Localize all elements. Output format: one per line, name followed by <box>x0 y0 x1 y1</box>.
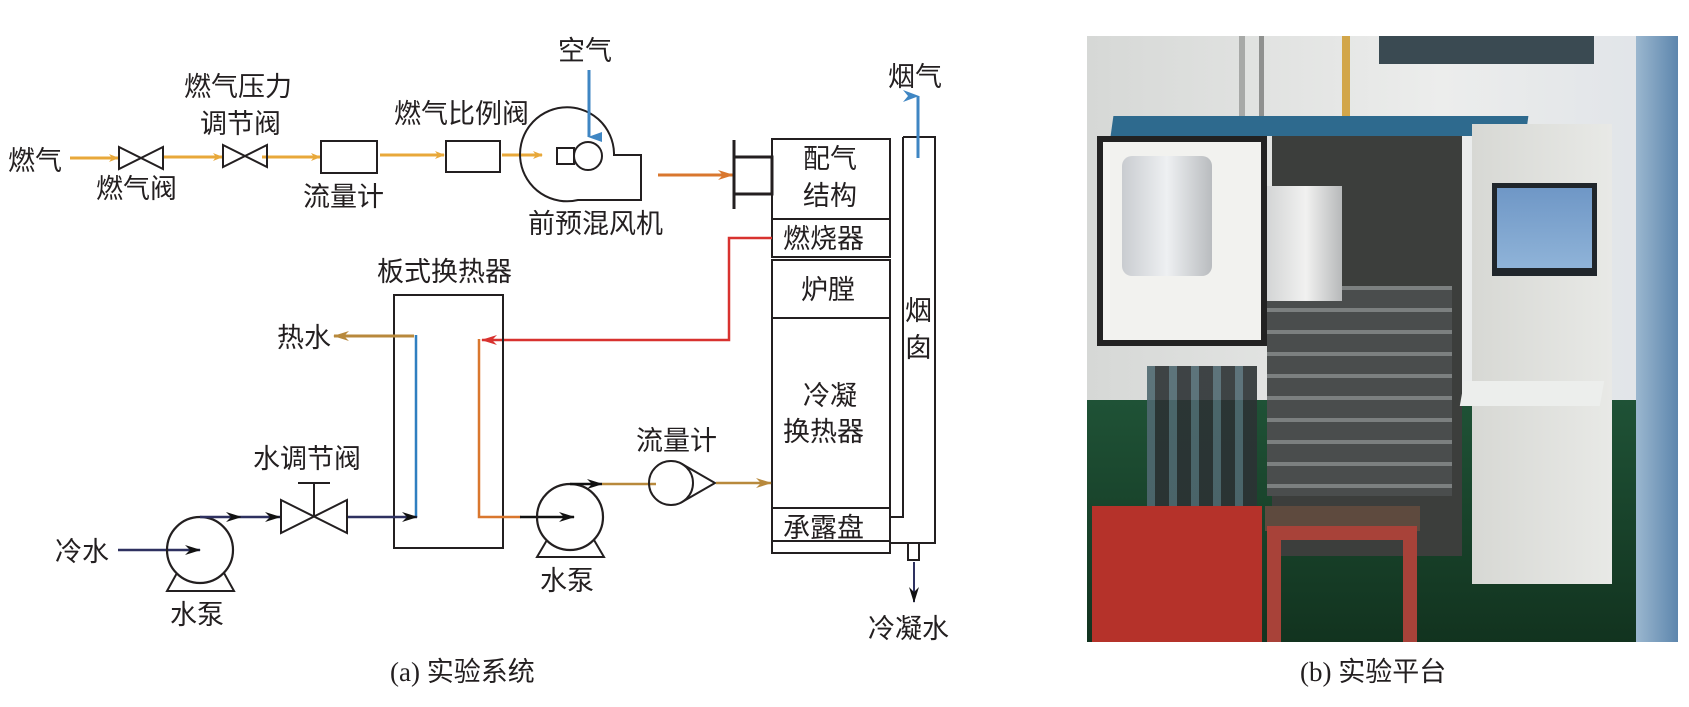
distribution-inlet-box <box>732 155 774 196</box>
label-gas-distribution-2: 结构 <box>803 181 857 212</box>
label-condensate: 冷凝水 <box>868 614 949 645</box>
water-pump-1-base <box>165 572 236 592</box>
condensate-outlet <box>907 542 920 561</box>
label-gas-pressure-valve-2: 调节阀 <box>200 109 281 140</box>
label-water-pump-1: 水泵 <box>170 600 224 631</box>
photo-wall-pipe <box>1259 36 1264 126</box>
photo-red-basket <box>1092 506 1262 642</box>
label-cold-water: 冷水 <box>55 537 109 568</box>
photo-red-stand <box>1267 526 1417 642</box>
label-condensing-hx-1: 冷凝 <box>803 381 857 412</box>
experimental-platform-photo <box>1087 36 1678 642</box>
label-premix-fan: 前预混风机 <box>528 209 663 240</box>
plate-hx-hot-side <box>477 339 521 519</box>
label-drip-tray: 承露盘 <box>783 513 864 544</box>
label-gas-distribution-1: 配气 <box>803 144 857 175</box>
photo-keyboard-shelf <box>1459 381 1605 406</box>
label-water-pump-2: 水泵 <box>540 566 594 597</box>
photo-curtain <box>1636 36 1678 642</box>
caption-experimental-platform: (b) 实验平台 <box>1300 657 1447 687</box>
photo-water-tank <box>1252 186 1342 301</box>
label-hot-water: 热水 <box>277 323 331 354</box>
gas-pressure-valve-symbol <box>222 143 268 169</box>
premix-fan-impeller <box>573 141 603 171</box>
photo-wall-pipe <box>1239 36 1245 126</box>
boiler-section-condensing-hx <box>771 317 891 509</box>
premix-fan-inlet <box>556 147 575 165</box>
water-valve-symbol <box>280 498 348 535</box>
label-burner: 燃烧器 <box>783 224 864 255</box>
label-water-valve: 水调节阀 <box>253 444 361 475</box>
premix-fan-housing <box>519 106 642 203</box>
gas-valve-symbol <box>118 145 164 171</box>
gas-ratio-valve-box <box>445 140 501 173</box>
photo-pipe-rack <box>1267 286 1452 496</box>
label-water-flowmeter: 流量计 <box>636 426 717 457</box>
label-chimney-1: 烟 <box>905 296 932 327</box>
label-gas-pressure-valve-1: 燃气压力 <box>184 72 292 103</box>
caption-experimental-system: (a) 实验系统 <box>390 657 535 687</box>
label-plate-hx: 板式换热器 <box>377 257 512 288</box>
gas-flowmeter-box <box>320 140 378 174</box>
photo-monitor-screen <box>1497 188 1592 268</box>
photo-window-frame <box>1379 36 1594 64</box>
label-air: 空气 <box>558 36 612 67</box>
label-gas-flowmeter: 流量计 <box>303 182 384 213</box>
label-flue-gas: 烟气 <box>888 62 942 93</box>
label-condensing-hx-2: 换热器 <box>783 417 864 448</box>
water-flowmeter-cone <box>681 463 718 503</box>
plate-heat-exchanger <box>393 294 504 549</box>
water-flowmeter <box>648 460 694 506</box>
experimental-system-diagram: 燃气 燃气阀 燃气压力 调节阀 流量计 燃气比例阀 空气 前预混风机 烟气 配气… <box>8 36 949 645</box>
hot-supply-pipe <box>481 236 772 345</box>
water-pump-2-base <box>535 539 606 558</box>
label-chimney-2: 囱 <box>905 333 932 364</box>
boiler-base <box>771 540 891 554</box>
label-furnace: 炉膛 <box>801 275 855 306</box>
photo-canopy <box>1110 116 1529 136</box>
label-gas-in: 燃气 <box>8 146 62 177</box>
photo-boiler <box>1122 156 1212 276</box>
label-gas-valve: 燃气阀 <box>96 174 177 205</box>
label-gas-ratio-valve: 燃气比例阀 <box>394 99 529 130</box>
